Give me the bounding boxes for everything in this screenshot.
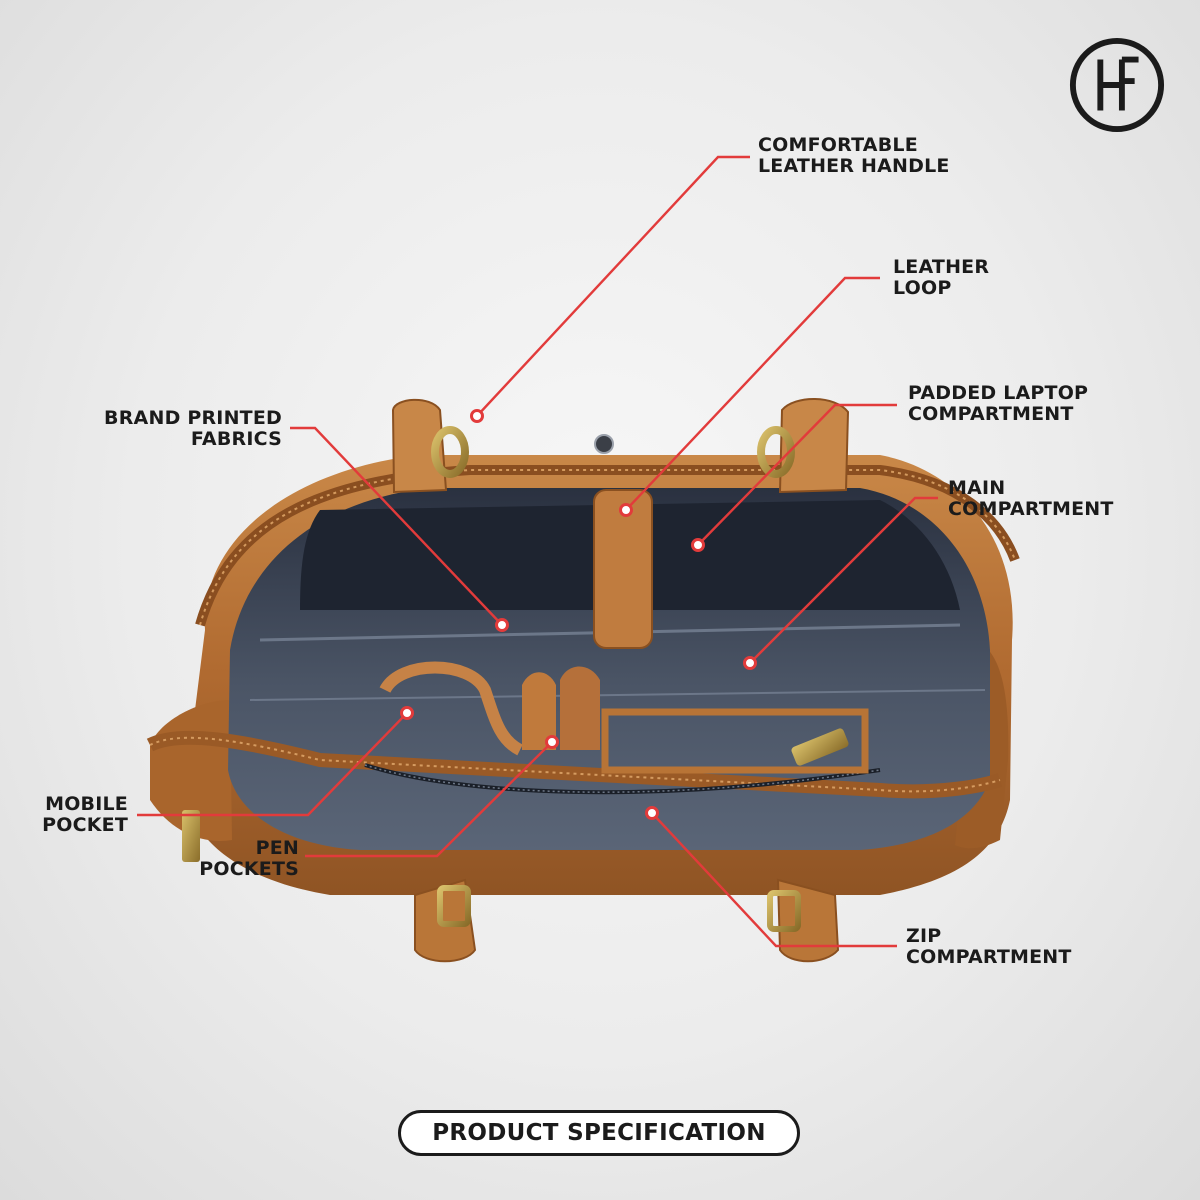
pen-pocket-2 <box>560 666 600 750</box>
callout-line-handle <box>476 155 750 417</box>
callout-line-main <box>749 496 938 664</box>
handle-left <box>391 398 448 494</box>
callout-line-mobile <box>137 712 408 817</box>
buckle-left <box>431 426 469 478</box>
handle-left-bottom <box>414 878 477 963</box>
callout-dot-laptop <box>691 538 705 552</box>
callout-dot-main <box>743 656 757 670</box>
leather-loop <box>593 489 653 649</box>
brand-logo <box>1069 37 1165 133</box>
buckle-bottom-right <box>767 890 801 932</box>
callout-dot-handle <box>470 409 484 423</box>
product-specification-button[interactable]: PRODUCT SPECIFICATION <box>398 1110 800 1156</box>
handle-right-bottom <box>776 878 840 963</box>
callout-lines <box>137 155 938 948</box>
callout-line-pen <box>305 741 553 858</box>
callout-line-laptop <box>697 403 897 546</box>
callout-line-zip <box>651 812 897 948</box>
bag <box>146 398 1020 963</box>
handle-right <box>778 398 850 494</box>
callout-dot-loop <box>619 503 633 517</box>
callout-dot-pen <box>545 735 559 749</box>
callout-dot-fabrics <box>495 618 509 632</box>
side-clip <box>182 810 200 862</box>
callout-dot-mobile <box>400 706 414 720</box>
callout-dot-zip <box>645 806 659 820</box>
zip-puller <box>791 728 849 766</box>
buckle-bottom-left <box>437 885 471 927</box>
mobile-pocket-edge <box>379 661 524 756</box>
callout-dots <box>400 409 757 820</box>
callout-line-fabrics <box>290 426 503 626</box>
inner-pocket-trim <box>601 708 869 774</box>
buckle-right <box>757 426 795 478</box>
pen-pocket-1 <box>522 672 556 750</box>
magnetic-button <box>594 434 614 454</box>
callout-line-loop <box>625 276 880 511</box>
